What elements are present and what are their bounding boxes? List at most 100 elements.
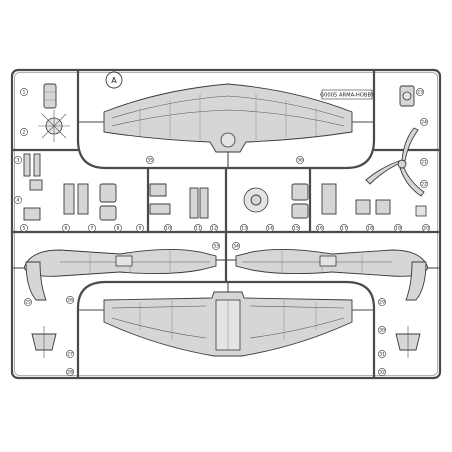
part-number-tag: 11	[194, 224, 202, 232]
part-number-circle	[316, 224, 324, 232]
part-number-tag: 25	[24, 298, 32, 306]
part-number-text: 4	[17, 198, 20, 204]
part-number-text: 2	[23, 130, 26, 136]
part-number-circle	[66, 296, 74, 304]
part-number-tag: 29	[378, 298, 386, 306]
part-number-tag: 8	[114, 224, 122, 232]
part-number-circle	[394, 224, 402, 232]
sprue-code-tag: G0005 ARMA-HOBBY	[320, 89, 375, 100]
part-number-circle	[420, 180, 428, 188]
part-number-tag: 21	[420, 158, 428, 166]
part-number-tag: 34	[232, 242, 240, 250]
part-number-circle	[62, 224, 70, 232]
part-number-circle	[266, 224, 274, 232]
part-number-text: 14	[267, 226, 273, 232]
part-number-circle	[212, 242, 220, 250]
part-number-text: 13	[241, 226, 247, 232]
part-number-circle	[240, 224, 248, 232]
sprue-letter-badge: A	[105, 71, 123, 89]
part-number-tag: 32	[378, 368, 386, 376]
part-number-text: 21	[421, 160, 427, 166]
landing-gear-leg-part	[399, 85, 415, 107]
left-fuselage-part	[23, 248, 217, 301]
part-number-tag: 36	[296, 156, 304, 164]
propeller-part	[365, 127, 425, 197]
part-number-text: 9	[139, 226, 142, 232]
part-number-text: 11	[195, 226, 201, 232]
part-number-text: 19	[395, 226, 401, 232]
part-number-circle	[292, 224, 300, 232]
sprue-gates	[12, 121, 440, 311]
part-number-text: 18	[367, 226, 373, 232]
part-number-circle	[14, 196, 22, 204]
upper-wing-part	[103, 83, 353, 153]
part-number-text: 15	[293, 226, 299, 232]
part-number-text: 35	[147, 158, 153, 164]
part-number-tag: 24	[420, 118, 428, 126]
part-number-tag: 10	[164, 224, 172, 232]
part-number-circle	[146, 156, 154, 164]
part-number-tag: 4	[14, 196, 22, 204]
part-number-text: 30	[379, 328, 385, 334]
part-number-circle	[378, 326, 386, 334]
part-number-text: 7	[91, 226, 94, 232]
part-number-text: 6	[65, 226, 68, 232]
part-number-text: 20	[423, 226, 429, 232]
part-number-circle	[210, 224, 218, 232]
part-number-circle	[378, 350, 386, 358]
part-number-tag: 23	[416, 88, 424, 96]
part-number-text: 25	[25, 300, 31, 306]
part-number-circle	[20, 224, 28, 232]
part-number-circle	[378, 298, 386, 306]
part-number-circle	[420, 158, 428, 166]
part-number-circle	[136, 224, 144, 232]
part-number-circle	[66, 368, 74, 376]
part-number-circle	[296, 156, 304, 164]
part-number-tag: 30	[378, 326, 386, 334]
part-number-text: 22	[421, 182, 427, 188]
part-number-circle	[20, 88, 28, 96]
part-number-tag: 33	[212, 242, 220, 250]
part-number-text: 34	[233, 244, 239, 250]
part-number-tag: 13	[240, 224, 248, 232]
part-number-circle	[422, 224, 430, 232]
part-number-tag: 19	[394, 224, 402, 232]
exhaust-part	[43, 83, 57, 109]
part-number-tag: 15	[292, 224, 300, 232]
part-number-tag: 16	[316, 224, 324, 232]
right-fuselage-part	[235, 248, 429, 301]
part-number-text: 28	[67, 370, 73, 376]
part-number-circle	[24, 298, 32, 306]
part-number-circle	[20, 128, 28, 136]
part-number-text: 8	[117, 226, 120, 232]
part-number-tag: 5	[20, 224, 28, 232]
part-number-tag: 2	[20, 128, 28, 136]
part-number-text: 29	[379, 300, 385, 306]
part-number-tag: 3	[14, 156, 22, 164]
part-number-tag: 12	[210, 224, 218, 232]
part-number-circle	[88, 224, 96, 232]
outer-frame-rail	[10, 68, 442, 380]
part-number-text: 23	[417, 90, 423, 96]
lower-wing-part	[103, 291, 353, 357]
tailplane-part-right	[395, 326, 421, 358]
part-number-text: 16	[317, 226, 323, 232]
sprue-letter: A	[111, 76, 117, 85]
cockpit-parts-left	[23, 153, 89, 221]
part-number-circle	[416, 88, 424, 96]
part-number-tag: 31	[378, 350, 386, 358]
part-number-tag: 9	[136, 224, 144, 232]
part-number-circle	[14, 156, 22, 164]
part-number-text: 27	[67, 352, 73, 358]
part-number-circle	[194, 224, 202, 232]
part-number-circle	[66, 350, 74, 358]
part-number-tag: 28	[66, 368, 74, 376]
part-number-tag: 22	[420, 180, 428, 188]
part-number-text: 12	[211, 226, 217, 232]
part-number-tag: 7	[88, 224, 96, 232]
part-number-circle	[366, 224, 374, 232]
part-number-circle	[340, 224, 348, 232]
part-number-tag: 35	[146, 156, 154, 164]
